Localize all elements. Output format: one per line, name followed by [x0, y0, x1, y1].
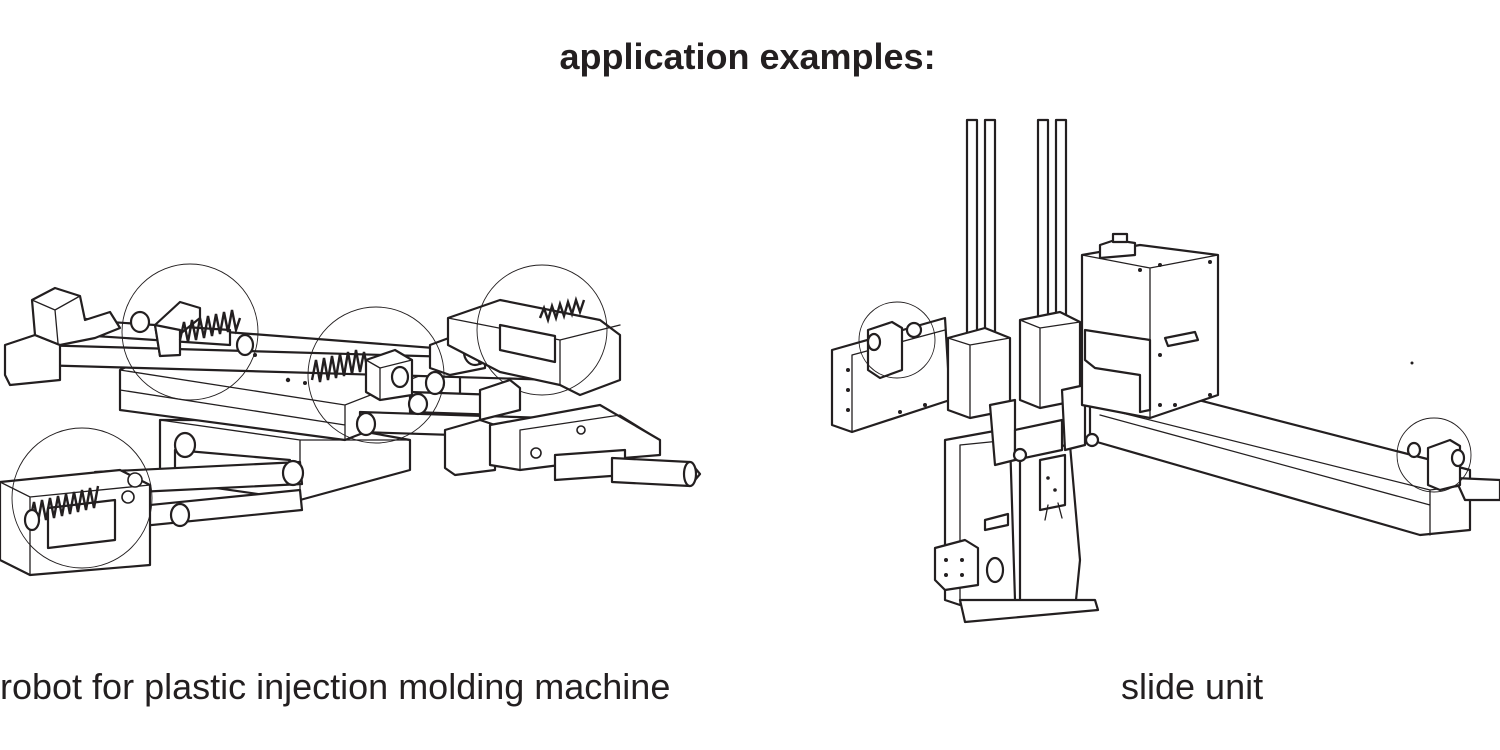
- upper-spring-block-left: [121, 263, 259, 401]
- detail-circle-upper-left: [121, 263, 259, 401]
- gripper-arm: [443, 378, 702, 488]
- upper-spring-block-right: [446, 264, 622, 397]
- robot-illustration: [0, 263, 702, 577]
- page-title: application examples:: [559, 36, 936, 77]
- slide-unit-caption: slide unit: [1121, 666, 1264, 707]
- carriage-blocks: [946, 310, 1082, 420]
- lower-end-block: [0, 427, 153, 577]
- detail-circle-lower-left: [11, 427, 153, 569]
- drive-housing: [1080, 232, 1220, 420]
- left-frame-plate: [830, 301, 952, 434]
- detail-circle-middle: [307, 306, 445, 444]
- vertical-rods: [965, 118, 1068, 337]
- slide-gripper: [988, 383, 1100, 521]
- detail-circle-right-stop: [1396, 417, 1472, 493]
- robot-caption: robot for plastic injection molding mach…: [0, 666, 671, 707]
- slide-unit-illustration: [830, 118, 1500, 624]
- right-end-stop: [1396, 361, 1472, 493]
- detail-circle-left-stop: [858, 301, 936, 379]
- vertical-column: [933, 428, 1100, 624]
- detail-circle-upper-right: [476, 264, 608, 396]
- left-end-block: [3, 286, 122, 387]
